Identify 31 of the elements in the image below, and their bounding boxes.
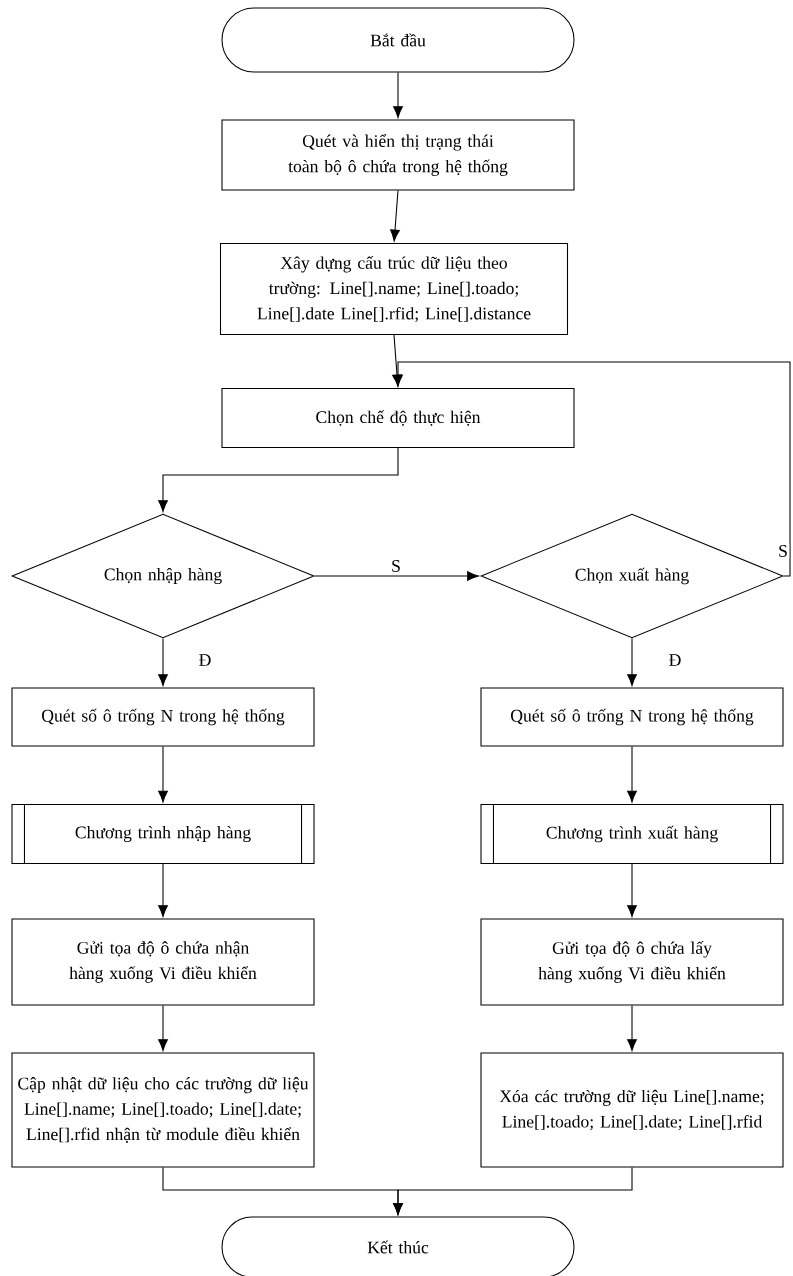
arrow: [627, 746, 637, 803]
subprocess-box: Chương trình nhập hàng: [11, 803, 315, 865]
arrow: [158, 447, 399, 512]
edge-label: Đ: [197, 652, 213, 668]
process-box: Gửi tọa độ ô chứa lấy hàng xuống Vi điều khiển: [480, 918, 784, 1006]
arrow: [627, 1005, 637, 1051]
process-box: Quét số ô trống N trong hệ thống: [480, 687, 784, 747]
terminal-box: Kết thúc: [221, 1216, 575, 1276]
arrow: [627, 638, 637, 686]
terminal-box: Bắt đầu: [221, 7, 575, 73]
process-box: Quét và hiển thị trạng thái toàn bộ ô chứa trong hệ thống: [221, 119, 575, 191]
process-box: Chọn chế độ thực hiện: [221, 387, 575, 449]
arrow: [158, 746, 168, 803]
process-box: Xây dựng cấu trúc dữ liệu theo trường: Line[].name; Line[].toado; Line[].date Line[].rfid; Line[].distance: [219, 242, 569, 336]
arrow: [393, 361, 791, 577]
edge-label: Đ: [667, 652, 683, 668]
arrow: [390, 190, 400, 242]
arrow: [158, 638, 168, 686]
arrow: [314, 571, 479, 581]
arrow: [393, 1167, 633, 1215]
process-box: Cập nhật dữ liệu cho các trường dữ liệu Line[].name; Line[].toado; Line[].date; Line[].rfid nhận từ module điều khiển: [11, 1052, 315, 1168]
arrow: [393, 72, 403, 118]
process-box: Xóa các trường dữ liệu Line[].name; Line[].toado; Line[].date; Line[].rfid: [480, 1052, 784, 1168]
arrow: [158, 1005, 168, 1051]
process-box: Gửi tọa độ ô chứa nhận hàng xuống Vi điều khiển: [11, 918, 315, 1006]
process-box: Quét số ô trống N trong hệ thống: [11, 687, 315, 747]
arrow: [158, 863, 168, 917]
arrow: [627, 863, 637, 917]
edge-label: S: [776, 543, 790, 559]
edge-label: S: [389, 558, 403, 574]
subprocess-box: Chương trình xuất hàng: [480, 803, 784, 865]
